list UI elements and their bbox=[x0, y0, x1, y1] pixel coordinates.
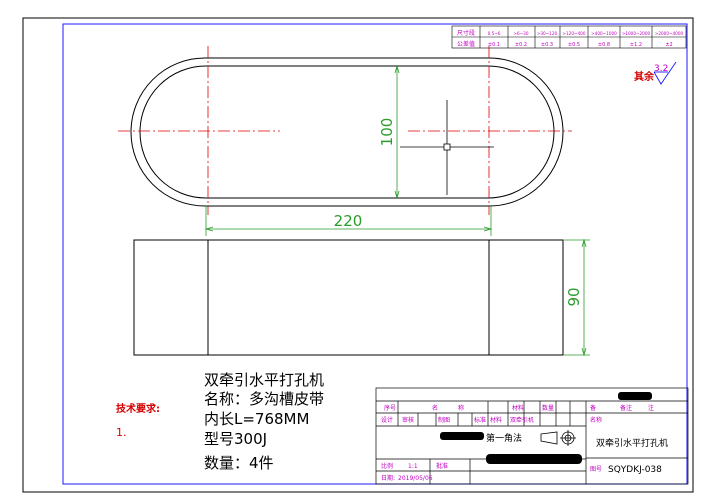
tb-drawno-label: 图号 bbox=[590, 466, 602, 473]
tol-value: ±2 bbox=[665, 42, 672, 48]
projection-symbol-icon bbox=[540, 430, 576, 446]
note-length: 内长L=768MM bbox=[204, 410, 309, 428]
outer-frame bbox=[22, 17, 694, 493]
roughness-prefix: 其余 bbox=[634, 70, 655, 83]
tb-remark-label: 备 bbox=[590, 404, 596, 412]
tol-range: >120~400 bbox=[562, 31, 585, 36]
tech-item-1: 1. bbox=[116, 426, 127, 439]
roughness-symbol-icon bbox=[653, 61, 677, 85]
tb-scale-value: 1:1 bbox=[408, 463, 418, 470]
tol-range: >2000~4000 bbox=[655, 31, 684, 36]
tb-scale-label: 比例 bbox=[381, 462, 393, 470]
tb-projection-label: 第一角法 bbox=[486, 432, 522, 444]
tol-value: ±0.8 bbox=[598, 42, 610, 48]
tb-date-value: 2019/05/06 bbox=[398, 475, 433, 482]
tol-value: ±0.3 bbox=[541, 42, 553, 48]
tb-remark-label2: 注 bbox=[648, 404, 654, 412]
tb-material-value: 双牵引机 bbox=[510, 416, 534, 424]
front-view bbox=[133, 239, 564, 356]
tb-date-label: 日期: bbox=[381, 474, 395, 482]
tb-material-label: 材料 bbox=[490, 416, 502, 424]
tol-range: >6~30 bbox=[513, 31, 528, 36]
tb-col-material: 材料 bbox=[512, 404, 524, 412]
note-model: 型号300J bbox=[204, 430, 267, 448]
tb-approve-label: 批准 bbox=[436, 462, 448, 470]
redacted-mid bbox=[440, 432, 484, 440]
crosshair-cursor-icon bbox=[400, 100, 494, 195]
roughness-value: 3.2 bbox=[654, 64, 668, 74]
redacted-bottom bbox=[486, 454, 582, 464]
dimension-height bbox=[394, 64, 400, 200]
tb-col-qty: 数量 bbox=[542, 404, 554, 412]
note-name: 名称：多沟槽皮带 bbox=[204, 390, 324, 408]
tb-std-label: 标准 bbox=[474, 416, 486, 424]
tech-title: 技术要求: bbox=[116, 402, 160, 415]
tb-col-no: 序号 bbox=[384, 404, 396, 412]
tb-checked-label: 审核 bbox=[402, 416, 414, 424]
tb-col-name1: 名 bbox=[432, 404, 438, 412]
note-quantity: 数量：4件 bbox=[204, 454, 274, 472]
tol-range: 0.5~6 bbox=[488, 31, 501, 36]
tb-col-remark: 备注 bbox=[620, 404, 632, 412]
tol-range: >1000~2000 bbox=[622, 31, 651, 36]
tolerance-table bbox=[451, 25, 687, 49]
dimension-thickness bbox=[563, 238, 590, 357]
tol-value: ±0.5 bbox=[568, 42, 580, 48]
note-machine: 双牵引水平打孔机 bbox=[204, 371, 324, 389]
centerlines bbox=[118, 46, 572, 215]
tol-value: ±0.2 bbox=[515, 42, 527, 48]
slot-outline bbox=[130, 57, 564, 207]
dim-width-value: 220 bbox=[334, 212, 363, 230]
redacted-top bbox=[618, 392, 652, 400]
tol-value: ±1.2 bbox=[630, 42, 642, 48]
inner-frame bbox=[62, 23, 688, 485]
tb-name-label: 名称 bbox=[590, 416, 602, 424]
dim-thickness-value: 90 bbox=[565, 287, 583, 306]
tb-drawn-label: 制图 bbox=[438, 416, 450, 424]
tol-value-label: 公差值 bbox=[457, 40, 475, 48]
tb-design-label: 设计 bbox=[381, 416, 393, 424]
dimension-width bbox=[204, 206, 493, 236]
dim-height-value: 100 bbox=[378, 118, 396, 147]
tol-value: ±0.1 bbox=[488, 42, 500, 48]
tol-range: >30~120 bbox=[537, 31, 558, 36]
tb-col-name2: 称 bbox=[458, 404, 464, 412]
tb-name-value: 双牵引水平打孔机 bbox=[596, 437, 668, 449]
tb-drawno-value: SQYDKJ-038 bbox=[608, 465, 662, 475]
tol-range: >400~1000 bbox=[591, 31, 617, 36]
tol-header-label: 尺寸段 bbox=[457, 29, 475, 37]
